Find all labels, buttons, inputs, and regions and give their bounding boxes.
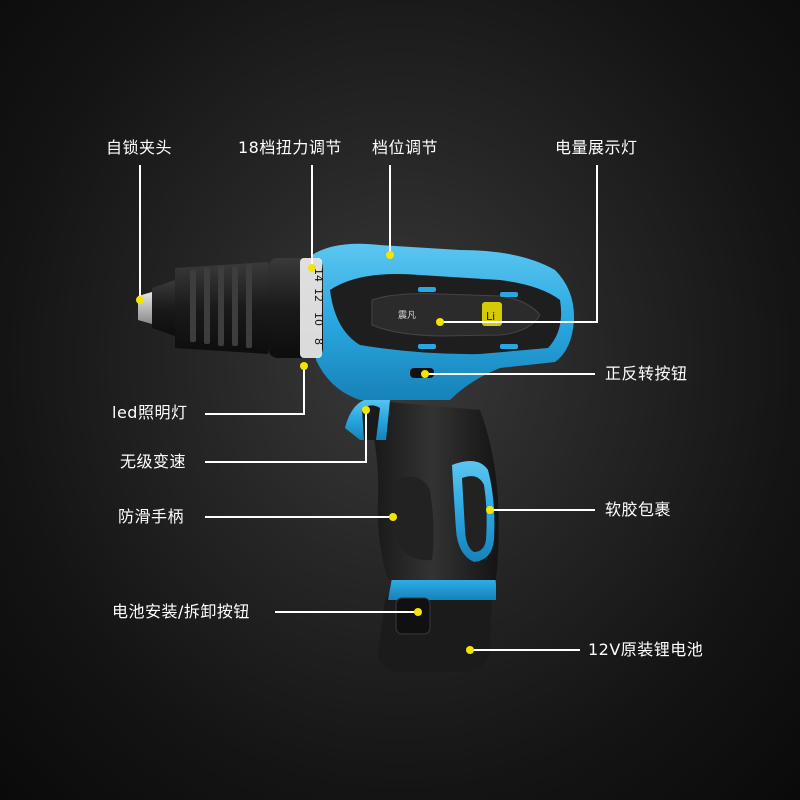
- torque-mark-14: 14: [312, 268, 325, 282]
- torque-mark-10: 10: [312, 312, 325, 326]
- label-anti-slip-handle: 防滑手柄: [118, 507, 185, 526]
- torque-mark-8: 8: [312, 338, 325, 345]
- torque-collar: [268, 258, 323, 358]
- label-battery-release: 电池安装/拆卸按钮: [112, 602, 250, 621]
- handle: [365, 400, 499, 580]
- chuck: [138, 262, 268, 354]
- battery-pack: [378, 565, 496, 672]
- label-led-light: led照明灯: [112, 403, 188, 422]
- torque-mark-12: 12: [312, 288, 325, 302]
- label-reverse-button: 正反转按钮: [605, 364, 688, 383]
- label-chuck: 自锁夹头: [106, 138, 173, 157]
- battery-type-mark: Li: [486, 310, 495, 323]
- leader-lines: [139, 165, 598, 651]
- label-soft-grip: 软胶包裹: [605, 500, 672, 519]
- marker-dots: [136, 251, 494, 654]
- label-variable-speed: 无级变速: [120, 452, 187, 471]
- brand-badge: 震凡 Li: [398, 310, 495, 323]
- torque-numbers: 14 12 10 8: [312, 268, 325, 345]
- label-battery: 12V原装锂电池: [588, 640, 704, 659]
- label-battery-indicator: 电量展示灯: [555, 138, 638, 157]
- label-gear-adjust: 档位调节: [372, 138, 439, 157]
- label-torque-adjust: 18档扭力调节: [238, 138, 342, 157]
- brand-mark: 震凡: [398, 310, 416, 321]
